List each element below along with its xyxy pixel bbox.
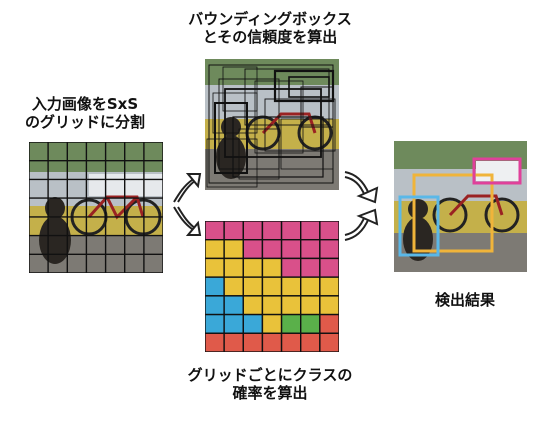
class-cell-pink (242, 221, 264, 241)
class-cell-yellow (261, 313, 283, 334)
class-cell-pink (280, 257, 302, 278)
class-cell-yellow (261, 276, 283, 297)
class-cell-blue (223, 295, 244, 316)
class-cell-blue (242, 313, 264, 334)
class-cell-yellow (261, 295, 283, 316)
class-cell-yellow (242, 257, 264, 278)
class-cell-yellow (223, 239, 244, 260)
class-cell-red (280, 332, 302, 352)
class-cell-yellow (280, 295, 302, 316)
class-cell-pink (319, 221, 339, 241)
class-cell-blue (205, 295, 225, 316)
class-cell-pink (280, 239, 302, 260)
result-label-text: 検出結果 (434, 291, 495, 309)
class-cell-yellow (223, 276, 244, 297)
class-cell-green (280, 313, 302, 334)
class-cell-yellow (223, 257, 244, 278)
classprob-label-line2: 確率を算出 (232, 384, 308, 402)
result-label: 検出結果 (400, 291, 530, 309)
bounding-boxes-image (205, 59, 339, 190)
class-cell-pink (223, 221, 244, 241)
arrow-input-to-classmap (170, 205, 202, 241)
class-cell-pink (261, 221, 283, 241)
boxes-label-line1: バウンディングボックス (188, 10, 352, 28)
class-cell-pink (300, 221, 321, 241)
class-cell-pink (319, 257, 339, 278)
class-cell-pink (280, 221, 302, 241)
bicycle-box (412, 173, 494, 253)
classprob-label-line1: グリッドごとにクラスの (187, 366, 353, 384)
class-cell-green (300, 313, 321, 334)
class-cell-yellow (300, 295, 321, 316)
arrow-classmap-to-result (343, 208, 383, 244)
class-cell-yellow (242, 276, 264, 297)
class-cell-red (223, 332, 244, 352)
input-label-line1: 入力画像をSxS (31, 95, 139, 113)
class-cell-pink (205, 221, 225, 241)
class-cell-red (242, 332, 264, 352)
class-cell-red (205, 332, 225, 352)
input-grid-image (29, 142, 163, 273)
class-cell-yellow (280, 276, 302, 297)
class-cell-red (261, 332, 283, 352)
car-box (472, 157, 522, 185)
class-cell-pink (319, 239, 339, 260)
class-cell-yellow (242, 295, 264, 316)
boxes-label: バウンディングボックス とその信頼度を算出 (170, 10, 370, 46)
class-cell-yellow (319, 295, 339, 316)
class-cell-blue (205, 276, 225, 297)
class-cell-blue (223, 313, 244, 334)
class-cell-yellow (319, 276, 339, 297)
class-cell-red (300, 332, 321, 352)
class-cell-pink (300, 257, 321, 278)
detection-result-image (394, 141, 527, 272)
class-cell-blue (205, 313, 225, 334)
class-cell-yellow (261, 257, 283, 278)
input-label: 入力画像をSxS のグリッドに分割 (0, 95, 170, 131)
class-cell-pink (242, 239, 264, 260)
class-cell-yellow (300, 276, 321, 297)
input-label-line2: のグリッドに分割 (24, 113, 145, 131)
class-cell-pink (261, 239, 283, 260)
classprob-label: グリッドごとにクラスの 確率を算出 (170, 366, 370, 402)
class-cell-red (319, 313, 339, 334)
arrow-input-to-boxes (170, 168, 202, 204)
dog-box (398, 195, 440, 257)
class-cell-yellow (205, 239, 225, 260)
class-cell-yellow (205, 257, 225, 278)
class-probability-map (205, 221, 339, 352)
arrow-boxes-to-result (343, 168, 383, 204)
class-cell-red (319, 332, 339, 352)
class-cell-pink (300, 239, 321, 260)
boxes-label-line2: とその信頼度を算出 (202, 28, 338, 46)
